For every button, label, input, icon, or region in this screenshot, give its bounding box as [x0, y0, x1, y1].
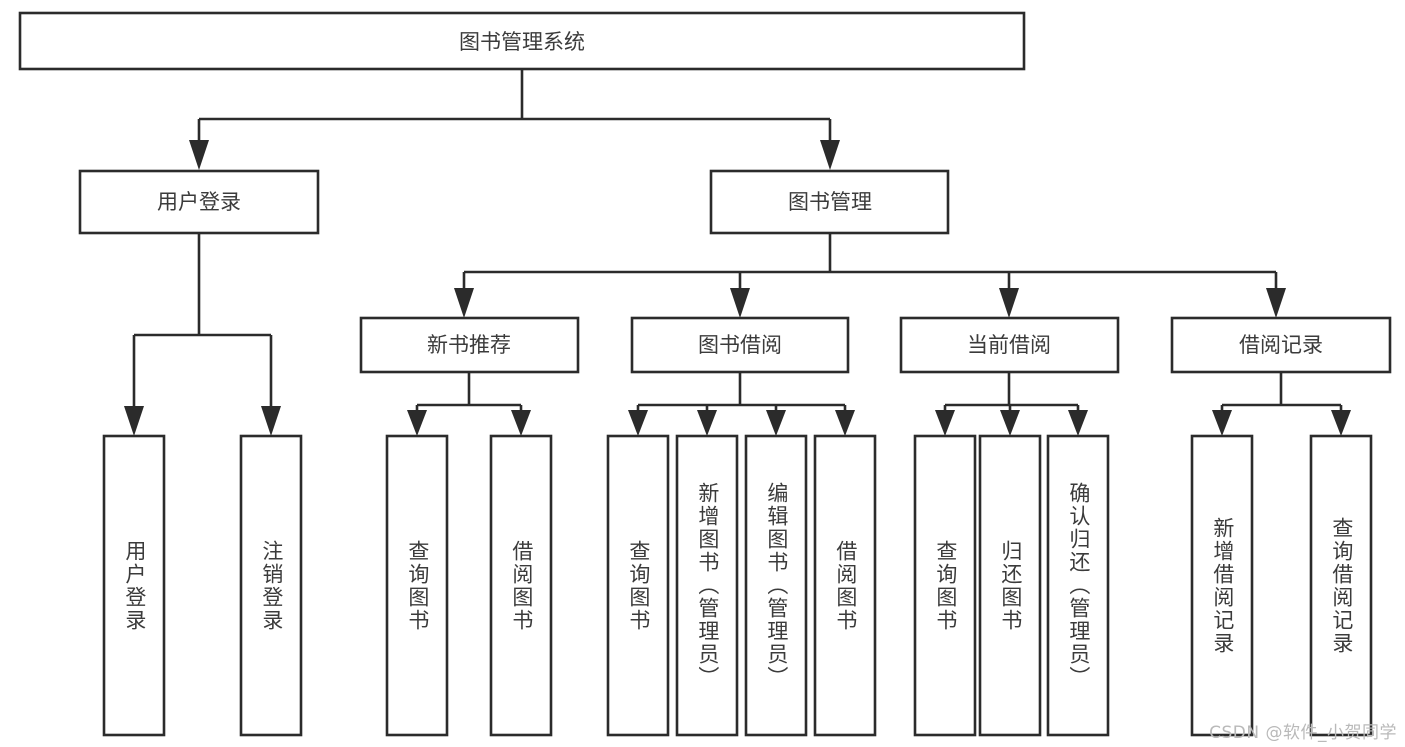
- node-book-manage-box[interactable]: [709, 169, 950, 235]
- arrowhead-leaf-query-book-2: [628, 410, 648, 436]
- node-leaf-user-logout-box[interactable]: [239, 434, 303, 737]
- arrowhead-leaf-borrow-book-2: [835, 410, 855, 436]
- arrowhead-leaf-query-record: [1331, 410, 1351, 436]
- node-leaf-add-record-box[interactable]: [1190, 434, 1254, 737]
- node-borrow-record-label: 借阅记录: [1239, 333, 1323, 357]
- node-book-borrow-box[interactable]: [630, 316, 850, 374]
- node-current-borrow-box[interactable]: [899, 316, 1120, 374]
- node-new-book-recommend[interactable]: 新书推荐: [359, 316, 580, 374]
- node-leaf-borrow-book-1-box[interactable]: [489, 434, 553, 737]
- arrowhead-leaf-confirm-return: [1068, 410, 1088, 436]
- arrowhead-borrow-record: [1266, 288, 1286, 318]
- arrowhead-leaf-borrow-book-1: [511, 410, 531, 436]
- node-leaf-query-book-3-box[interactable]: [913, 434, 977, 737]
- arrowhead-leaf-return-book: [1000, 410, 1020, 436]
- node-leaf-return-book-box[interactable]: [978, 434, 1042, 737]
- nodes-layer: 图书管理系统 用户登录 图书管理 新书推荐 图书借阅: [18, 11, 1392, 737]
- node-user-login-box[interactable]: [78, 169, 320, 235]
- arrowhead-leaf-user-logout: [261, 406, 281, 436]
- node-borrow-record[interactable]: 借阅记录: [1170, 316, 1392, 374]
- node-leaf-query-record-box[interactable]: [1309, 434, 1373, 737]
- arrowhead-leaf-query-book-1: [407, 410, 427, 436]
- node-leaf-borrow-book-2-box[interactable]: [813, 434, 877, 737]
- node-user-login[interactable]: 用户登录: [78, 169, 320, 235]
- node-book-manage-label: 图书管理: [788, 190, 872, 214]
- node-root-label: 图书管理系统: [459, 30, 585, 54]
- arrowhead-current-borrow: [999, 288, 1019, 318]
- node-current-borrow-label: 当前借阅: [967, 333, 1051, 357]
- arrowhead-book-manage: [820, 140, 840, 170]
- node-book-borrow[interactable]: 图书借阅: [630, 316, 850, 374]
- node-book-borrow-label: 图书借阅: [698, 333, 782, 357]
- node-new-book-recommend-box[interactable]: [359, 316, 580, 374]
- node-new-book-recommend-label: 新书推荐: [427, 333, 511, 357]
- node-root-box[interactable]: [18, 11, 1026, 71]
- node-user-login-label: 用户登录: [157, 190, 241, 214]
- node-root[interactable]: 图书管理系统: [18, 11, 1026, 71]
- arrowhead-new-book-recommend: [454, 288, 474, 318]
- node-leaf-confirm-return-box[interactable]: [1046, 434, 1110, 737]
- node-leaf-query-book-1-box[interactable]: [385, 434, 449, 737]
- node-borrow-record-box[interactable]: [1170, 316, 1392, 374]
- node-leaf-add-book-box[interactable]: [675, 434, 739, 737]
- arrowhead-leaf-query-book-3: [935, 410, 955, 436]
- arrowhead-book-borrow: [730, 288, 750, 318]
- arrowhead-leaf-edit-book: [766, 410, 786, 436]
- node-leaf-edit-book-box[interactable]: [744, 434, 808, 737]
- node-book-manage[interactable]: 图书管理: [709, 169, 950, 235]
- node-leaf-user-login-box[interactable]: [102, 434, 166, 737]
- arrowhead-user-login: [189, 140, 209, 170]
- arrowhead-leaf-user-login: [124, 406, 144, 436]
- edges-layer: [124, 70, 1351, 436]
- arrowhead-leaf-add-record: [1212, 410, 1232, 436]
- node-current-borrow[interactable]: 当前借阅: [899, 316, 1120, 374]
- arrowhead-leaf-add-book: [697, 410, 717, 436]
- watermark-text: CSDN @软件_小贺同学: [1209, 723, 1397, 743]
- node-leaf-query-book-2-box[interactable]: [606, 434, 670, 737]
